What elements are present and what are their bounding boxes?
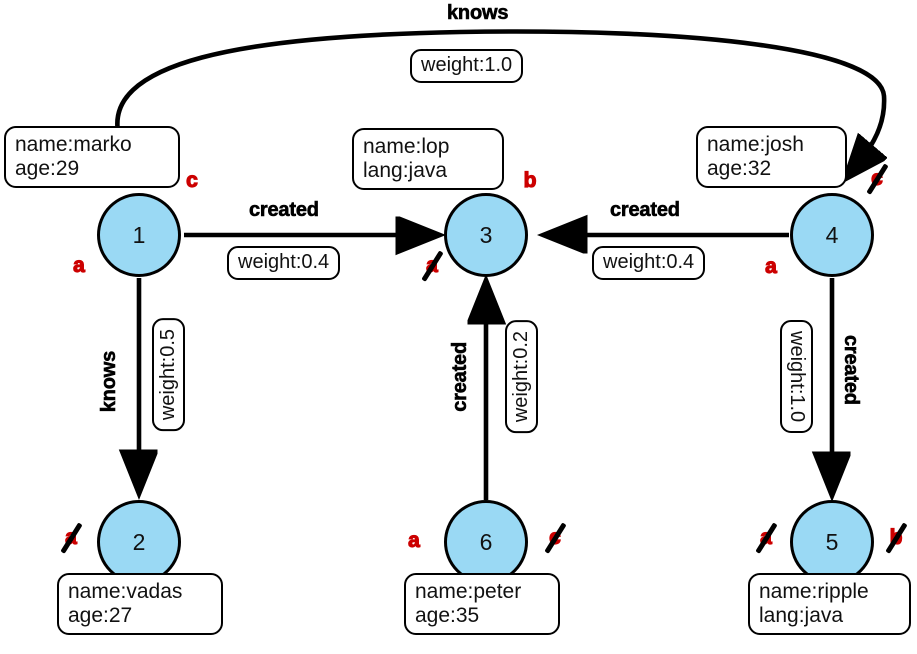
vertex-2[interactable]: 2 [97, 500, 181, 584]
propbox-line: name:ripple [759, 580, 869, 603]
vertex-1[interactable]: 1 [97, 193, 181, 277]
marker-vertex-6-a: a [400, 527, 428, 555]
marker-vertex-3-b: b [516, 167, 544, 195]
propbox-line: lang:java [759, 603, 844, 627]
edge-label-created-left: created [249, 199, 320, 222]
propbox-line: name:vadas [68, 580, 183, 603]
marker-vertex-1-a: a [65, 252, 93, 280]
marker-letter: a [408, 528, 421, 552]
propbox-vertex-3: name:lop lang:java [352, 128, 504, 191]
edge-weight-created-left: weight:0.4 [227, 246, 341, 280]
edge-weight-created-right: weight:0.4 [592, 246, 706, 280]
propbox-line: name:josh [707, 133, 804, 156]
propbox-line: age:29 [15, 156, 80, 180]
propbox-line: age:32 [707, 156, 772, 180]
edge-weight-knows-top: weight:1.0 [410, 49, 524, 83]
marker-letter: a [73, 253, 86, 277]
propbox-line: name:marko [15, 133, 132, 156]
marker-vertex-3-a-struck: a [418, 250, 446, 282]
edge-1-knows-4 [115, 29, 884, 178]
marker-letter: a [765, 254, 778, 278]
vertex-6[interactable]: 6 [444, 500, 528, 584]
propbox-line: age:27 [68, 603, 133, 627]
vertex-5[interactable]: 5 [790, 500, 874, 584]
propbox-vertex-6: name:peter age:35 [404, 573, 560, 636]
edge-label-knows-top: knows [447, 2, 509, 25]
edge-weight-created-v3: weight:1.0 [780, 320, 813, 434]
vertex-4[interactable]: 4 [790, 193, 874, 277]
marker-vertex-2-a-struck: a [57, 522, 85, 554]
propbox-line: name:lop [363, 135, 450, 158]
edge-label-knows-v1: knows [98, 351, 121, 413]
propbox-line: lang:java [363, 158, 448, 182]
marker-letter: b [523, 168, 537, 192]
propbox-line: name:peter [415, 580, 522, 603]
marker-vertex-5-a-struck: a [752, 522, 780, 554]
vertex-3[interactable]: 3 [444, 193, 528, 277]
marker-vertex-4-c-struck: c [863, 163, 891, 195]
propbox-vertex-2: name:vadas age:27 [57, 573, 223, 636]
propbox-vertex-5: name:ripple lang:java [748, 573, 911, 636]
marker-vertex-1-c: c [178, 167, 206, 195]
propbox-vertex-4: name:josh age:32 [696, 126, 847, 189]
marker-letter: c [186, 168, 199, 192]
edge-label-created-v3: created [840, 335, 863, 405]
marker-vertex-5-b-struck: b [882, 522, 910, 554]
edge-label-created-v2: created [449, 342, 472, 412]
marker-vertex-4-a: a [757, 253, 785, 281]
propbox-vertex-1: name:marko age:29 [4, 126, 180, 189]
edge-weight-knows-v1: weight:0.5 [152, 318, 185, 432]
edge-weight-created-v2: weight:0.2 [505, 320, 538, 434]
marker-vertex-6-c-struck: c [541, 522, 569, 554]
propbox-line: age:35 [415, 603, 480, 627]
edge-label-created-right: created [610, 199, 681, 222]
